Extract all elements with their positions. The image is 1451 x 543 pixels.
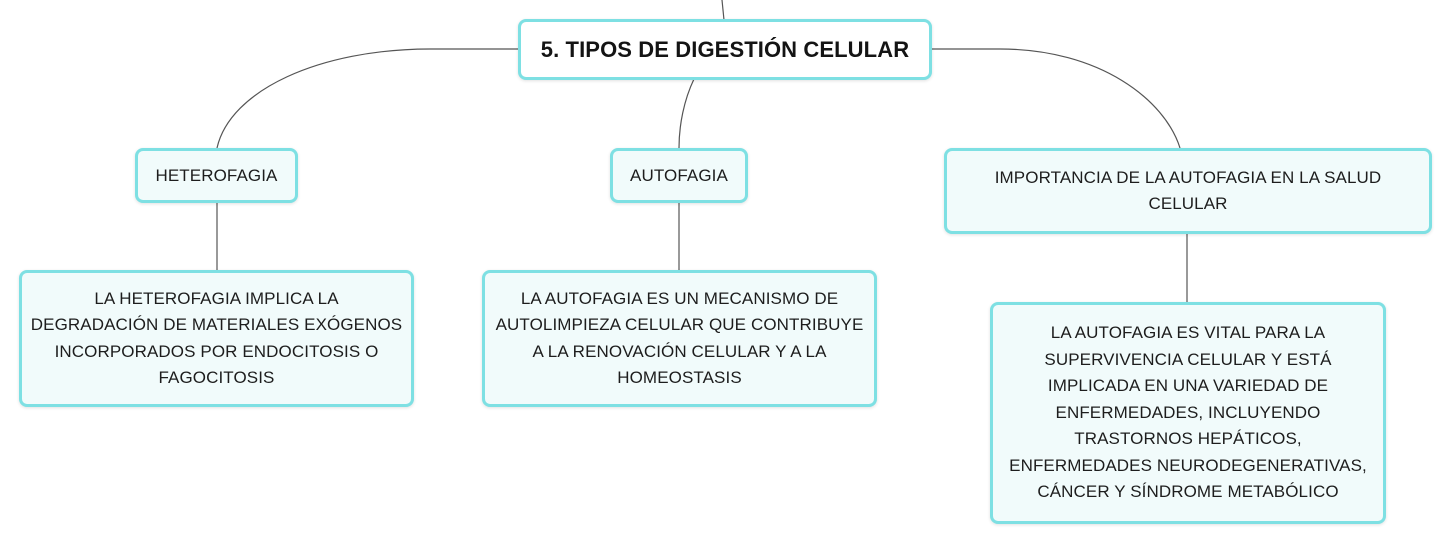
connector-root-to-importancia bbox=[931, 48, 1181, 149]
detail-node-text: LA AUTOFAGIA ES UN MECANISMO DE AUTOLIMP… bbox=[495, 288, 864, 388]
connector-root-to-autofagia bbox=[678, 78, 695, 149]
detail-node-importancia[interactable]: LA AUTOFAGIA ES VITAL PARA LA SUPERVIVEN… bbox=[990, 302, 1386, 524]
detail-node-heterofagia[interactable]: LA HETEROFAGIA IMPLICA LA DEGRADACIÓN DE… bbox=[19, 270, 414, 407]
branch-node-label: AUTOFAGIA bbox=[630, 165, 728, 185]
root-node[interactable]: 5. TIPOS DE DIGESTIÓN CELULAR bbox=[518, 19, 932, 80]
detail-node-autofagia[interactable]: LA AUTOFAGIA ES UN MECANISMO DE AUTOLIMP… bbox=[482, 270, 877, 407]
connector-parent-to-root bbox=[721, 0, 725, 21]
branch-node-importancia[interactable]: IMPORTANCIA DE LA AUTOFAGIA EN LA SALUD … bbox=[944, 148, 1432, 234]
connector-root-to-heterofagia bbox=[216, 48, 519, 149]
detail-node-text: LA AUTOFAGIA ES VITAL PARA LA SUPERVIVEN… bbox=[1009, 323, 1367, 502]
branch-node-heterofagia[interactable]: HETEROFAGIA bbox=[135, 148, 298, 203]
branch-node-autofagia[interactable]: AUTOFAGIA bbox=[610, 148, 748, 203]
root-node-label: 5. TIPOS DE DIGESTIÓN CELULAR bbox=[540, 36, 910, 62]
branch-node-label: HETEROFAGIA bbox=[155, 165, 278, 185]
branch-node-label: IMPORTANCIA DE LA AUTOFAGIA EN LA SALUD … bbox=[994, 168, 1382, 213]
detail-node-text: LA HETEROFAGIA IMPLICA LA DEGRADACIÓN DE… bbox=[30, 288, 403, 388]
